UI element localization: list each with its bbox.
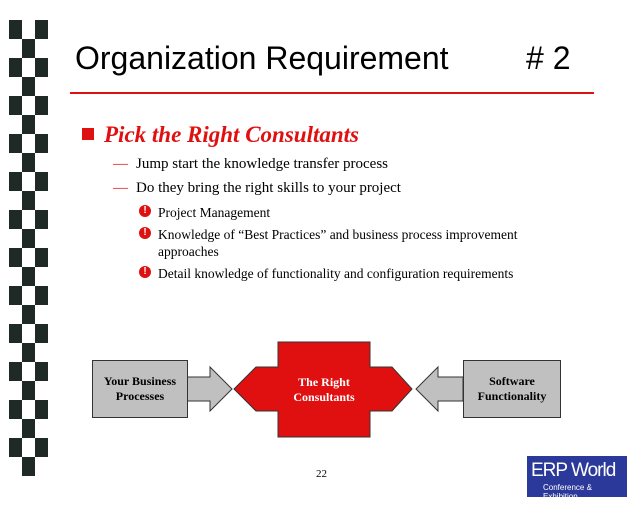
checker-square (22, 343, 35, 362)
sub-bullet-text: Knowledge of “Best Practices” and busine… (158, 227, 518, 259)
checker-square (22, 191, 35, 210)
heading: Pick the Right Consultants (104, 122, 359, 147)
checker-square (9, 96, 22, 115)
checker-square (35, 324, 48, 343)
checker-square (22, 115, 35, 134)
checker-square (35, 438, 48, 457)
consultants-label: The Right Consultants (293, 375, 355, 404)
square-bullet-icon (82, 128, 94, 140)
page-number: 22 (316, 468, 327, 480)
software-functionality-box: Software Functionality (463, 360, 561, 418)
checker-square (9, 286, 22, 305)
title-divider (70, 92, 594, 94)
checker-square (22, 77, 35, 96)
sub-bullet-item: ! Project Management (139, 204, 559, 221)
checker-square (9, 400, 22, 419)
right-arrow-icon (185, 365, 233, 413)
checker-square (9, 172, 22, 191)
slide-number-label: # 2 (526, 40, 571, 76)
checker-square (35, 210, 48, 229)
bullet-item: —Jump start the knowledge transfer proce… (113, 156, 389, 172)
checker-square (22, 457, 35, 476)
checker-square (9, 20, 22, 39)
checker-square (22, 305, 35, 324)
checker-square (9, 438, 22, 457)
exclamation-icon: ! (139, 205, 151, 217)
logo-text: ERP World (531, 460, 616, 481)
checker-square (35, 58, 48, 77)
checker-square (35, 248, 48, 267)
bullet-text: Jump start the knowledge transfer proces… (136, 156, 389, 172)
checker-square (35, 286, 48, 305)
sub-bullet-item: ! Knowledge of “Best Practices” and busin… (139, 226, 559, 260)
erp-world-logo: ERP World Conference & Exhibition (527, 456, 627, 501)
bullet-text: Do they bring the right skills to your p… (136, 180, 401, 196)
double-arrow-icon (233, 341, 413, 438)
checker-square (35, 20, 48, 39)
left-arrow-icon (415, 365, 464, 413)
checker-square (22, 419, 35, 438)
checker-square (9, 248, 22, 267)
logo-subtext: Conference & Exhibition (543, 483, 592, 501)
checker-square (9, 362, 22, 381)
exclamation-icon: ! (139, 227, 151, 239)
checker-square (9, 58, 22, 77)
checker-square (9, 134, 22, 153)
checker-square (22, 267, 35, 286)
slide-title: Organization Requirement (75, 40, 449, 76)
checker-square (35, 96, 48, 115)
checker-square (22, 229, 35, 248)
checker-square (22, 153, 35, 172)
bullet-item: —Do they bring the right skills to your … (113, 180, 401, 196)
exclamation-icon: ! (139, 266, 151, 278)
checker-square (35, 400, 48, 419)
checker-square (35, 362, 48, 381)
checker-square (35, 134, 48, 153)
checker-square (35, 172, 48, 191)
checker-square (9, 210, 22, 229)
checker-square (22, 381, 35, 400)
checker-square (9, 324, 22, 343)
sub-bullet-text: Detail knowledge of functionality and co… (158, 266, 514, 281)
sub-bullet-text: Project Management (158, 205, 271, 220)
business-processes-box: Your Business Processes (92, 360, 188, 418)
sub-bullet-item: ! Detail knowledge of functionality and c… (139, 265, 559, 282)
checker-square (22, 39, 35, 58)
